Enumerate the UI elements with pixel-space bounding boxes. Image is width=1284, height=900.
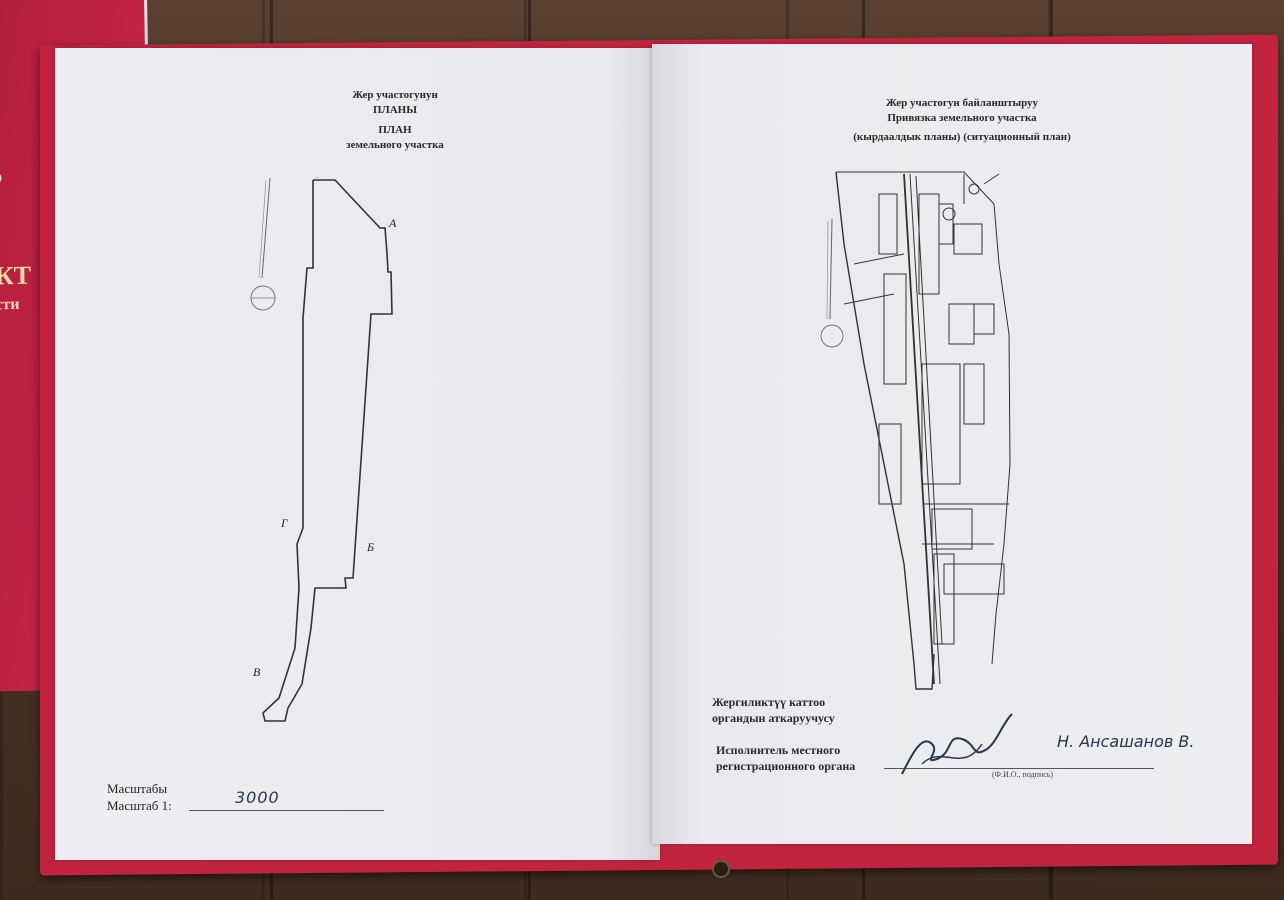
cover-text-fragment: о (0, 166, 3, 187)
cover-text-fragment: сти (0, 295, 20, 314)
scale-underline (189, 810, 384, 811)
cover-text-fragment: КТ (0, 260, 32, 291)
officer-ky-line1: Жергиликтүү каттоо (712, 695, 826, 709)
north-arrow-icon (820, 218, 844, 348)
scale-label-ky: Масштабы (107, 781, 168, 796)
north-arrow-icon (250, 177, 276, 311)
officer-ky-line2: органдын аткаруучусу (712, 711, 835, 725)
officer-ky-block: Жергиликтүү каттоо органдын аткаруучусу (712, 694, 835, 726)
point-label-v: В (253, 665, 261, 679)
title-ky-line1: Жер участогунун (352, 89, 438, 101)
handwritten-signature (901, 713, 1013, 775)
signature-line (884, 768, 1154, 769)
title-ru-line1: ПЛАН (378, 124, 412, 136)
title-ky: Жер участогун байланштыруу (885, 97, 1039, 109)
right-page-header: Жер участогун байланштыруу Привязка земе… (752, 96, 1172, 145)
svg-text:—: — (314, 174, 320, 179)
officer-ru-block: Исполнитель местного регистрационного ор… (716, 742, 855, 774)
right-page-situation-plan: Жер участогун байланштыруу Привязка земе… (652, 44, 1252, 844)
table-screw (712, 860, 730, 878)
handwritten-name: Н. Ансашанов В. (1057, 732, 1195, 751)
point-label-g: Г (281, 516, 288, 530)
title-ky-line2: ПЛАНЫ (372, 104, 418, 116)
scale-value-handwritten: 3000 (235, 788, 280, 807)
situation-plan-drawing (835, 171, 1011, 690)
title-ru: Привязка земельного участка (887, 112, 1037, 124)
scale-label-ru: Масштаб 1: (107, 798, 172, 813)
point-label-a: А (389, 216, 397, 230)
left-page-header: Жер участогунун ПЛАНЫ ПЛАН земельного уч… (305, 88, 485, 153)
scale-block: Масштабы Масштаб 1: (107, 780, 172, 814)
land-parcel-outline: — (262, 174, 393, 722)
point-label-b: Б (367, 540, 375, 554)
signature-caption: (Ф.И.О., подпись) (992, 770, 1054, 779)
title-ru-line2: земельного участка (346, 139, 444, 151)
officer-ru-line1: Исполнитель местного (716, 743, 841, 757)
left-page-land-plan: Жер участогунун ПЛАНЫ ПЛАН земельного уч… (55, 48, 660, 860)
subtitle: (кырдаалдык планы) (ситуационный план) (853, 131, 1071, 143)
officer-ru-line2: регистрационного органа (716, 759, 856, 773)
